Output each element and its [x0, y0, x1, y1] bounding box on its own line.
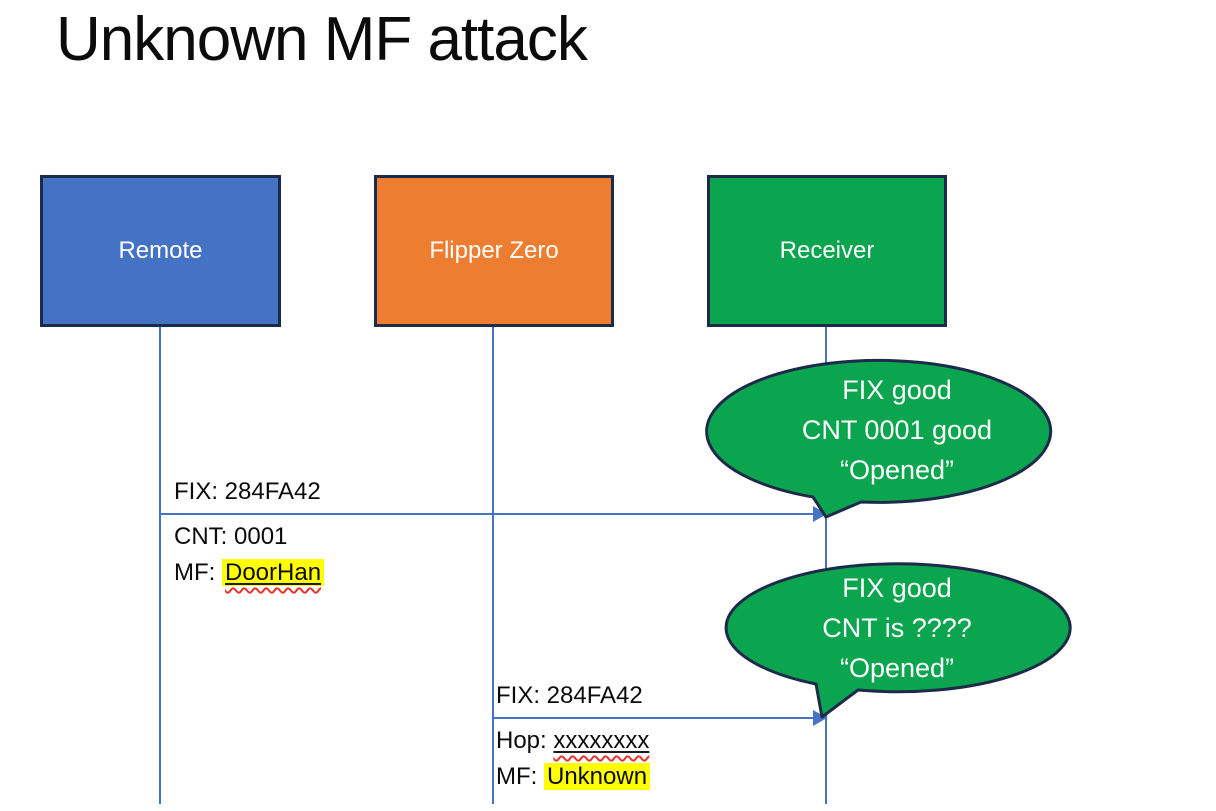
- actor-label-flipper-zero: Flipper Zero: [429, 237, 559, 264]
- highlighted-value-unknown: Unknown: [544, 763, 651, 790]
- speech-bubble1-text: FIX good CNT 0001 good “Opened”: [801, 375, 993, 485]
- message2-line1: FIX: 284FA42: [496, 682, 643, 709]
- underlined-value-hop: xxxxxxxx: [553, 727, 650, 754]
- message1-line2: CNT: 0001: [174, 523, 288, 550]
- actor-box-receiver: Receiver: [707, 175, 947, 327]
- flipper-zero-lifeline: [492, 327, 494, 804]
- page-title: Unknown MF attack: [56, 5, 588, 74]
- message1-line1: FIX: 284FA42: [174, 478, 321, 505]
- remote-lifeline: [159, 327, 161, 804]
- actor-label-remote: Remote: [118, 237, 203, 264]
- message1-arrow-line: [160, 513, 814, 515]
- highlighted-value-doorhan: DoorHan: [222, 559, 325, 586]
- speech-bubble2-text: FIX good CNT is ???? “Opened”: [822, 573, 972, 683]
- message1-line3: MF: DoorHan: [174, 558, 325, 588]
- message2-line2: Hop: xxxxxxxx: [496, 727, 650, 754]
- actor-box-remote: Remote: [40, 175, 281, 327]
- message2-arrow-line: [493, 717, 814, 719]
- message1-arrowhead-icon: [813, 506, 827, 522]
- actor-box-flipper-zero: Flipper Zero: [374, 175, 614, 327]
- actor-label-receiver: Receiver: [779, 237, 875, 264]
- message2-arrowhead-icon: [813, 710, 827, 726]
- message2-line3: MF: Unknown: [496, 762, 651, 792]
